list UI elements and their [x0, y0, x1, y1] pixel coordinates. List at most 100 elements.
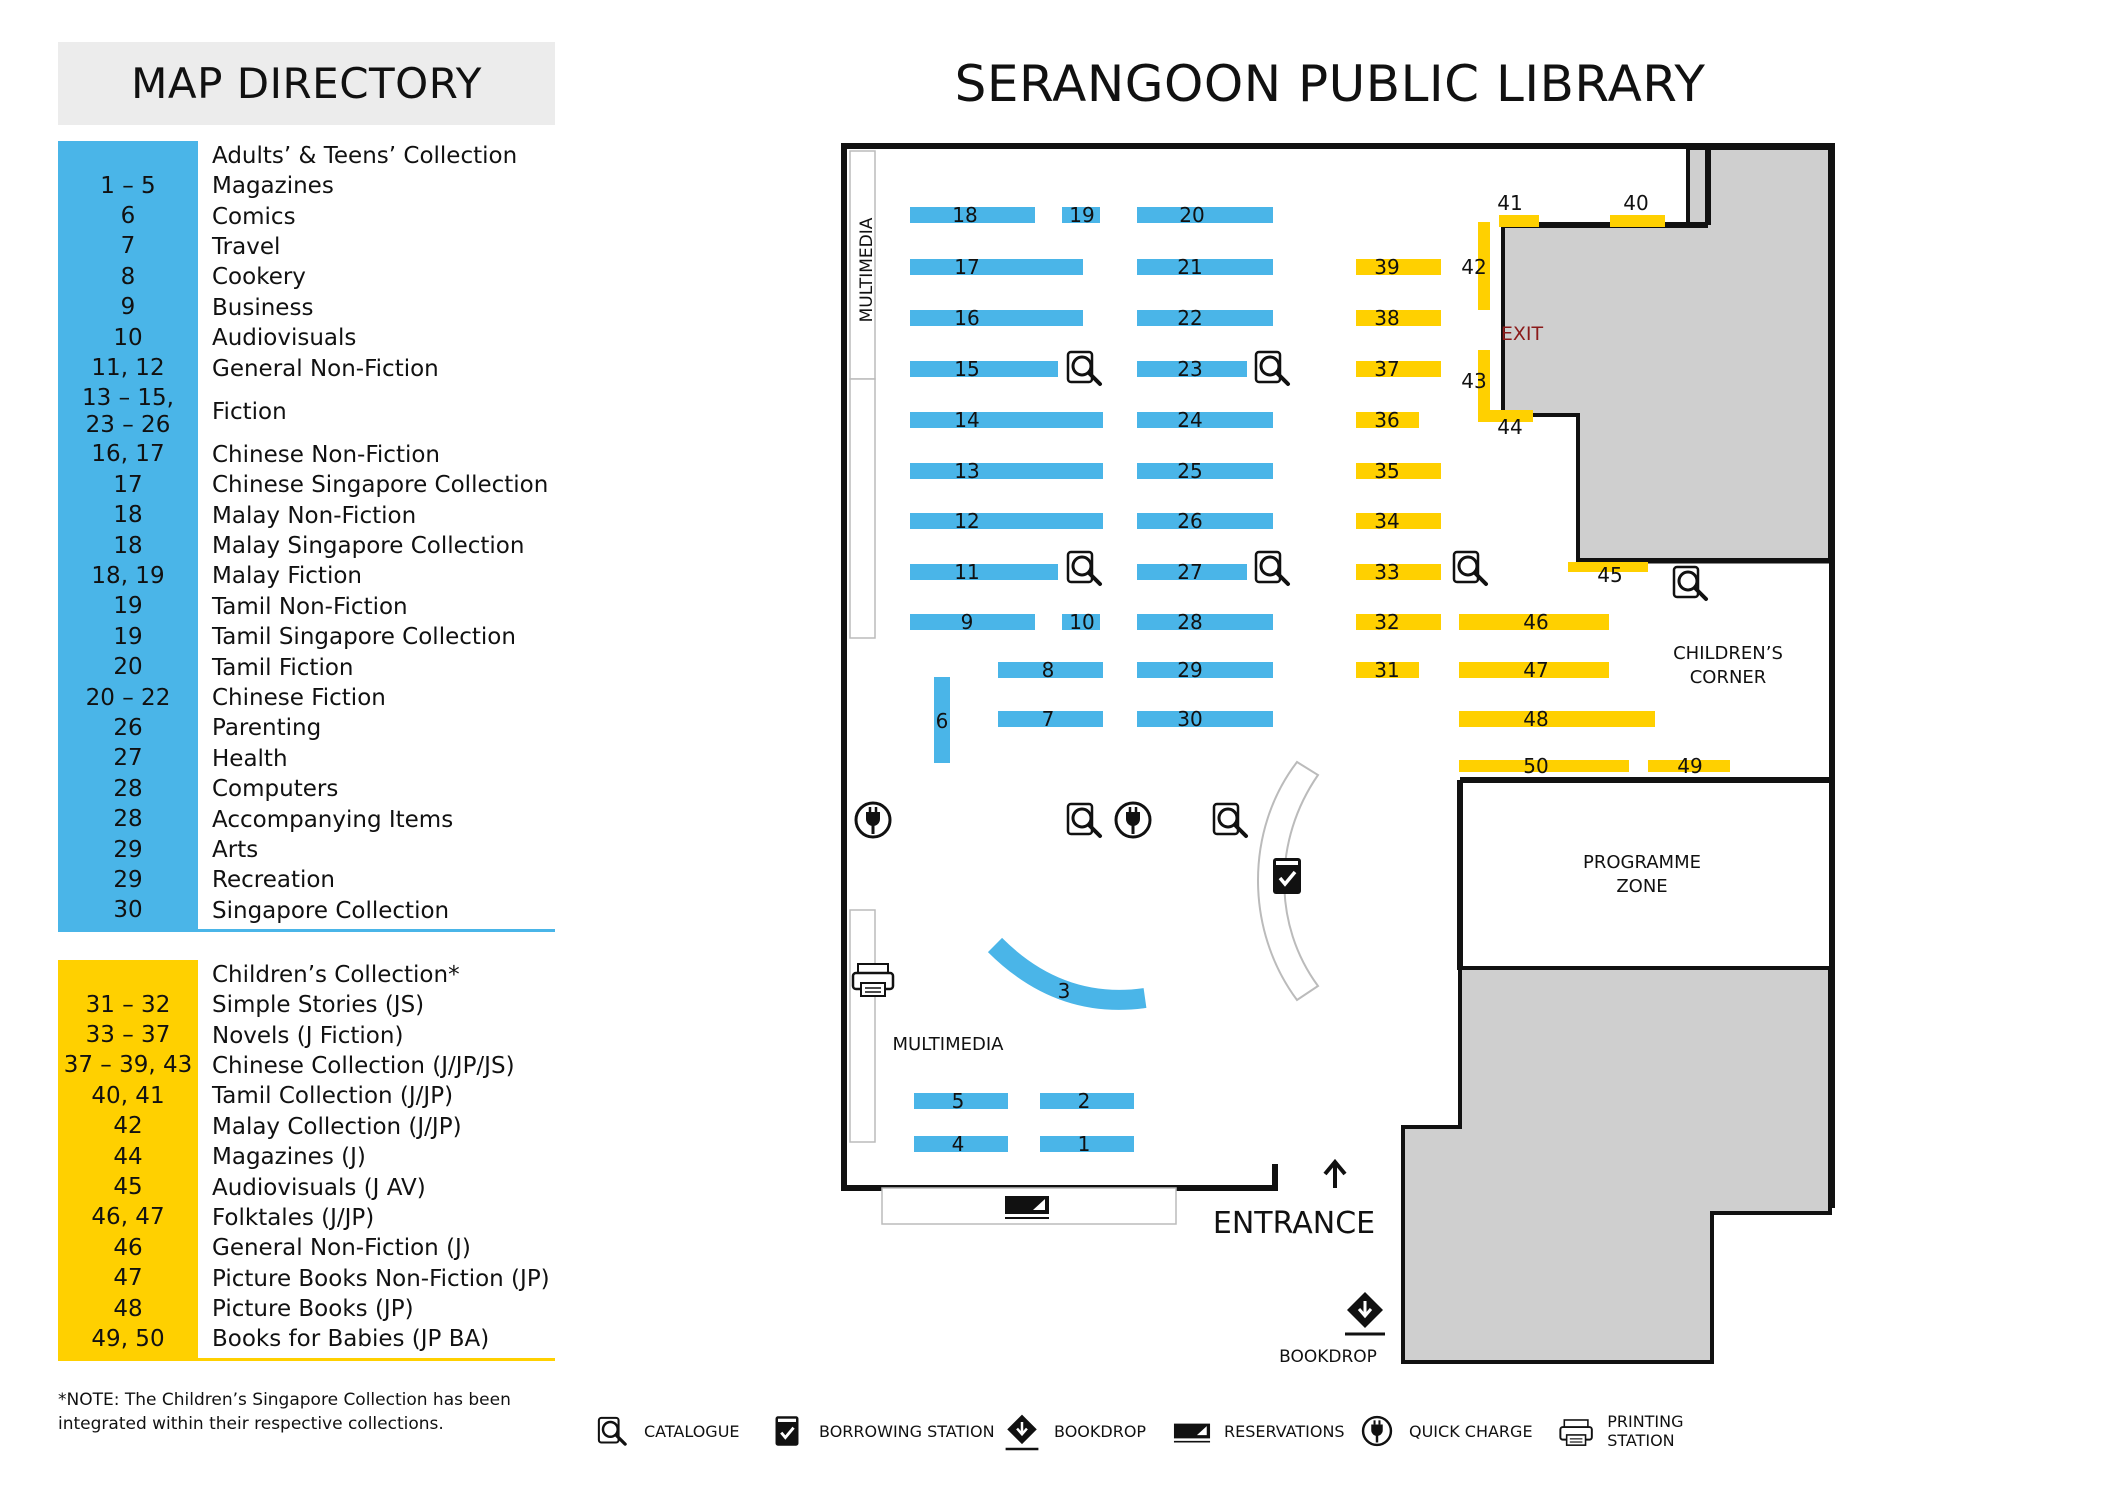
label-entrance: ENTRANCE — [1213, 1206, 1375, 1241]
row-number: 6 — [120, 203, 136, 230]
row-label: Audiovisuals (J AV) — [212, 1174, 426, 1201]
bookdrop-icon — [1343, 1290, 1387, 1336]
legend-item: QUICK CHARGE — [1355, 1408, 1533, 1454]
row-number: 40, 41 — [91, 1082, 165, 1109]
shelf-29-label: 29 — [1177, 658, 1202, 682]
row-number: 9 — [120, 294, 136, 321]
row-label: Tamil Fiction — [212, 654, 354, 681]
row-number: 31 – 32 — [85, 991, 171, 1018]
row-label: Malay Non-Fiction — [212, 502, 417, 529]
legend-item: CATALOGUE — [590, 1408, 740, 1454]
row-number: 29 — [113, 836, 143, 863]
label-bookdrop: BOOKDROP — [1279, 1347, 1377, 1367]
shelf-9-label: 9 — [961, 610, 974, 634]
row-number: 49, 50 — [91, 1325, 165, 1352]
row-label: Malay Fiction — [212, 563, 362, 590]
shelf-36 — [1356, 412, 1419, 428]
row-label: Novels (J Fiction) — [212, 1022, 404, 1049]
label-childrens-corner-1: CHILDREN’S — [1673, 643, 1783, 664]
row-label: Picture Books (JP) — [212, 1296, 414, 1323]
row-number: 10 — [113, 324, 143, 351]
legend-item: BOOKDROP — [1000, 1408, 1146, 1454]
shelf-39 — [1356, 259, 1441, 275]
row-label: Tamil Collection (J/JP) — [212, 1083, 454, 1110]
row-number: 1 – 5 — [100, 172, 156, 199]
map-directory: MAP DIRECTORY Adults’ & Teens’ Collectio… — [58, 42, 555, 1361]
shelf-34 — [1356, 513, 1441, 529]
shelf-40 — [1610, 215, 1665, 227]
shelf-42-label: 42 — [1461, 255, 1486, 279]
directory-title: MAP DIRECTORY — [58, 42, 555, 125]
shelf-46-label: 46 — [1523, 610, 1548, 634]
shelf-26 — [1137, 513, 1273, 529]
label-programme-zone-1: PROGRAMME — [1583, 852, 1701, 873]
shelf-19-label: 19 — [1069, 203, 1094, 227]
shelf-27-label: 27 — [1177, 560, 1202, 584]
shelf-16 — [910, 310, 1083, 326]
shelf-7 — [998, 711, 1103, 727]
shelf-21 — [1137, 259, 1273, 275]
shelf-32 — [1356, 614, 1441, 630]
row-number: 27 — [113, 745, 143, 772]
legend-item: RESERVATIONS — [1170, 1408, 1345, 1454]
legend-label: BORROWING STATION — [819, 1421, 995, 1441]
row-label: Comics — [212, 203, 296, 230]
shelf-41-label: 41 — [1497, 191, 1522, 215]
legend-item: BORROWING STATION — [765, 1408, 995, 1454]
row-number-2: 23 – 26 — [85, 411, 171, 438]
shelf-28 — [1137, 614, 1273, 630]
check-book-icon — [774, 1414, 800, 1448]
shelf-23-label: 23 — [1177, 357, 1202, 381]
row-number: 28 — [113, 775, 143, 802]
row-number: 19 — [113, 623, 143, 650]
shelf-49 — [1648, 760, 1730, 772]
row-label: Arts — [212, 837, 259, 863]
children-heading: Children’s Collection* — [212, 961, 460, 988]
row-label: Malay Collection (J/JP) — [212, 1113, 462, 1140]
plug-icon — [1114, 801, 1152, 839]
legend-label: RESERVATIONS — [1224, 1421, 1345, 1441]
row-label: Recreation — [212, 867, 335, 894]
shelf-40-label: 40 — [1623, 191, 1648, 215]
row-label: Malay Singapore Collection — [212, 533, 525, 560]
shelf-31 — [1356, 662, 1419, 678]
shelf-29 — [1137, 662, 1273, 678]
printer-icon — [1559, 1419, 1593, 1447]
row-number: 18 — [113, 532, 143, 559]
restricted-area-bottom-right — [1401, 966, 1832, 1364]
directory-row: 29 Arts — [58, 835, 555, 865]
plug-icon — [1361, 1415, 1393, 1447]
shelf-47-label: 47 — [1523, 658, 1548, 682]
shelf-label-3: 3 — [1058, 979, 1071, 1003]
row-number: 30 — [113, 897, 143, 924]
row-label: Simple Stories (JS) — [212, 992, 425, 1019]
restricted-area-top-right — [1501, 146, 1832, 562]
bookdrop-icon — [1004, 1413, 1040, 1451]
shelf-45 — [1568, 562, 1648, 572]
search-icon — [1672, 565, 1708, 601]
shelf-16-label: 16 — [954, 306, 979, 330]
shelf-27 — [1137, 564, 1247, 580]
search-icon — [1212, 802, 1248, 838]
shelf-2-label: 2 — [1078, 1089, 1091, 1113]
shelf-44-label: 44 — [1497, 415, 1522, 439]
row-number: 29 — [113, 866, 143, 893]
row-label: Books for Babies (JP BA) — [212, 1326, 490, 1353]
shelf-48-label: 48 — [1523, 707, 1548, 731]
row-label: Business — [212, 294, 314, 321]
shelf-36-label: 36 — [1374, 408, 1399, 432]
reservation-icon — [1173, 1422, 1211, 1443]
directory-row: 40, 41 Tamil Collection (J/JP) — [58, 1081, 555, 1111]
row-label: General Non-Fiction — [212, 355, 439, 382]
